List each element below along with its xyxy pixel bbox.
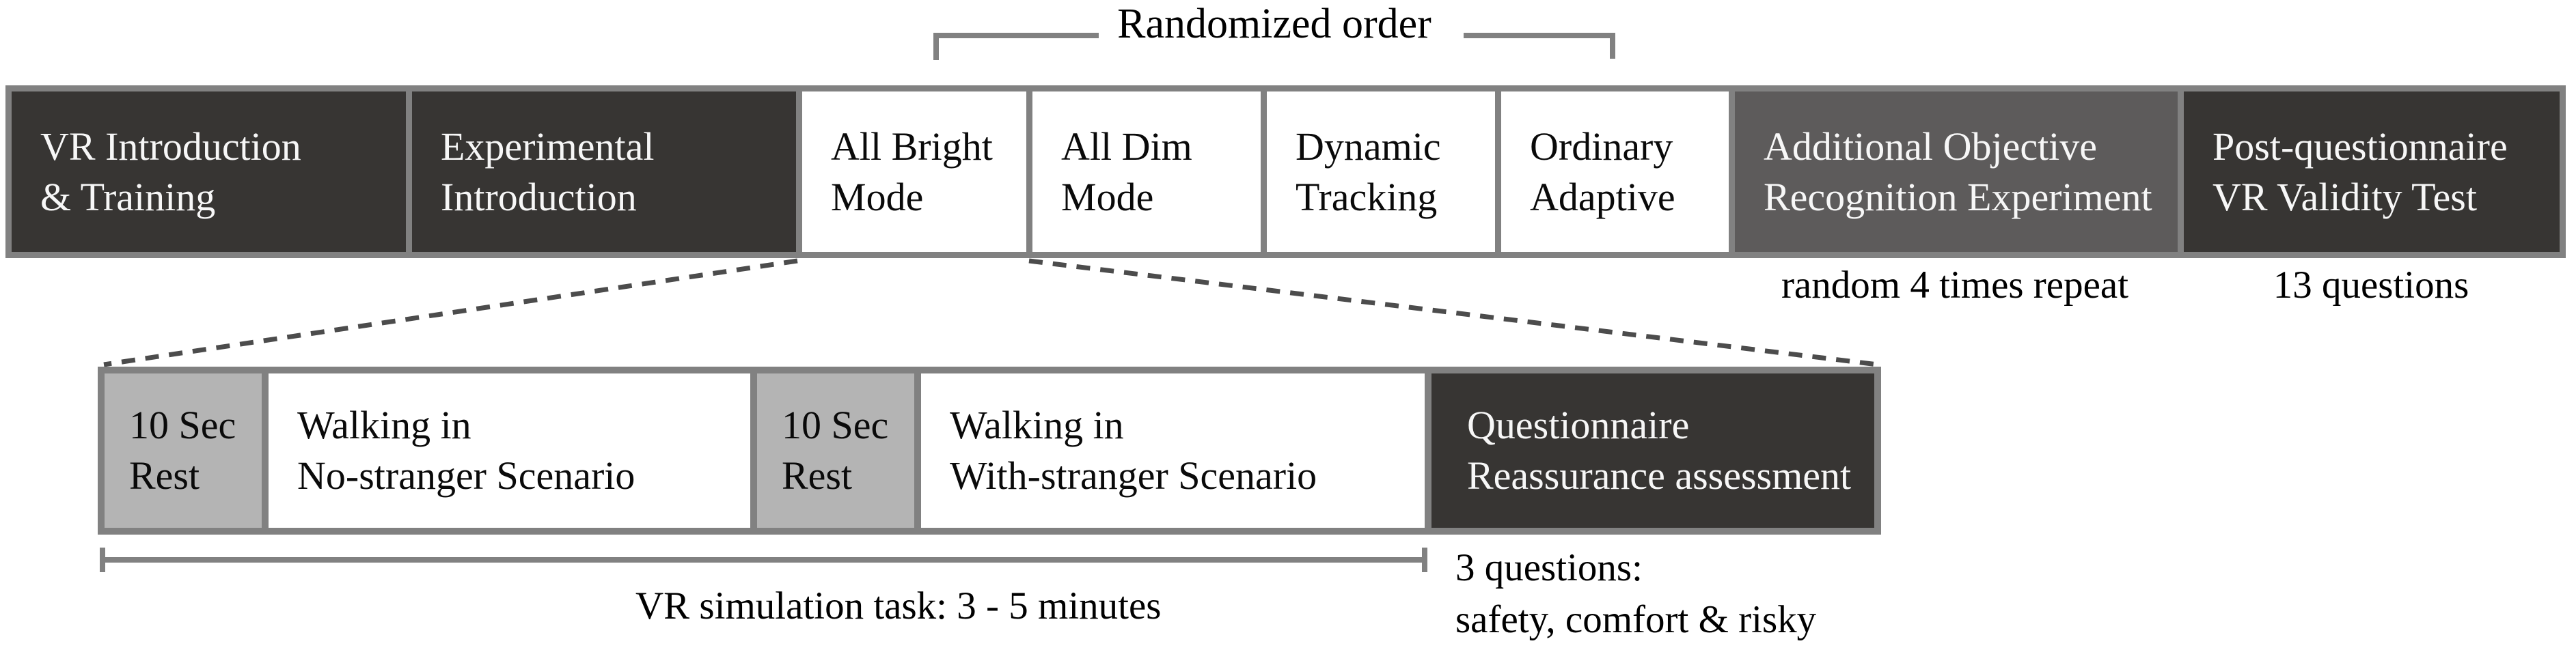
- phase-label-line1: Experimental: [441, 124, 655, 169]
- phase-label-line2: Tracking: [1296, 174, 1438, 219]
- note-random-repeat: random 4 times repeat: [1781, 264, 2129, 307]
- step-label-line1: 10 Sec: [129, 403, 236, 447]
- phase-label-line1: Ordinary: [1530, 124, 1673, 169]
- step-walking-with-stranger: Walking in With-stranger Scenario: [921, 373, 1425, 528]
- note-13-questions: 13 questions: [2273, 264, 2469, 307]
- step-label-line2: Reassurance assessment: [1467, 453, 1852, 498]
- phase-label-line1: Additional Objective: [1764, 124, 2098, 169]
- phase-label-line2: Adaptive: [1530, 174, 1675, 219]
- phase-ordinary-adaptive: Ordinary Adaptive: [1501, 91, 1729, 252]
- step-label-line1: Questionnaire: [1467, 403, 1690, 447]
- phase-label-line1: All Dim: [1061, 124, 1192, 169]
- step-rest-2: 10 Sec Rest: [757, 373, 914, 528]
- expansion-dashed-line-left: [103, 258, 798, 367]
- step-label-line2: Rest: [782, 453, 853, 498]
- phase-label-line1: Post-questionnaire: [2212, 124, 2508, 169]
- phase-label-line2: VR Validity Test: [2212, 174, 2477, 219]
- step-label-line1: Walking in: [950, 403, 1124, 447]
- phase-vr-introduction-training: VR Introduction & Training: [12, 91, 406, 252]
- phase-all-bright-mode: All Bright Mode: [802, 91, 1026, 252]
- phase-dynamic-tracking: Dynamic Tracking: [1267, 91, 1495, 252]
- phase-label-line2: Mode: [831, 174, 924, 219]
- note-3-questions-line1: 3 questions:: [1455, 546, 1643, 589]
- phase-label-line1: VR Introduction: [40, 124, 301, 169]
- step-label-line1: Walking in: [297, 403, 471, 447]
- label-vr-simulation-duration: VR simulation task: 3 - 5 minutes: [635, 584, 1162, 627]
- step-label-line1: 10 Sec: [782, 403, 889, 447]
- step-walking-no-stranger: Walking in No-stranger Scenario: [269, 373, 750, 528]
- phase-label-line2: & Training: [40, 174, 216, 219]
- step-label-line2: With-stranger Scenario: [950, 453, 1317, 498]
- note-3-questions-line2: safety, comfort & risky: [1455, 598, 1817, 641]
- step-questionnaire-reassurance: Questionnaire Reassurance assessment: [1431, 373, 1874, 528]
- duration-measure-line: [100, 548, 1427, 572]
- procedure-top-row: VR Introduction & Training Experimental …: [5, 85, 2566, 258]
- procedure-detail-row: 10 Sec Rest Walking in No-stranger Scena…: [98, 367, 1881, 535]
- phase-all-dim-mode: All Dim Mode: [1032, 91, 1261, 252]
- phase-label-line1: All Bright: [831, 124, 993, 169]
- phase-post-questionnaire-vr-validity-test: Post-questionnaire VR Validity Test: [2184, 91, 2560, 252]
- step-label-line2: No-stranger Scenario: [297, 453, 635, 498]
- phase-label-line2: Introduction: [441, 174, 637, 219]
- phase-label-line2: Mode: [1061, 174, 1154, 219]
- step-rest-1: 10 Sec Rest: [105, 373, 262, 528]
- phase-additional-objective-recognition: Additional Objective Recognition Experim…: [1735, 91, 2178, 252]
- phase-experimental-introduction: Experimental Introduction: [412, 91, 796, 252]
- randomized-order-label: Randomized order: [1117, 1, 1431, 47]
- phase-label-line1: Dynamic: [1296, 124, 1441, 169]
- phase-label-line2: Recognition Experiment: [1764, 174, 2152, 219]
- note-3-questions: 3 questions: safety, comfort & risky: [1455, 542, 1816, 646]
- step-label-line2: Rest: [129, 453, 200, 498]
